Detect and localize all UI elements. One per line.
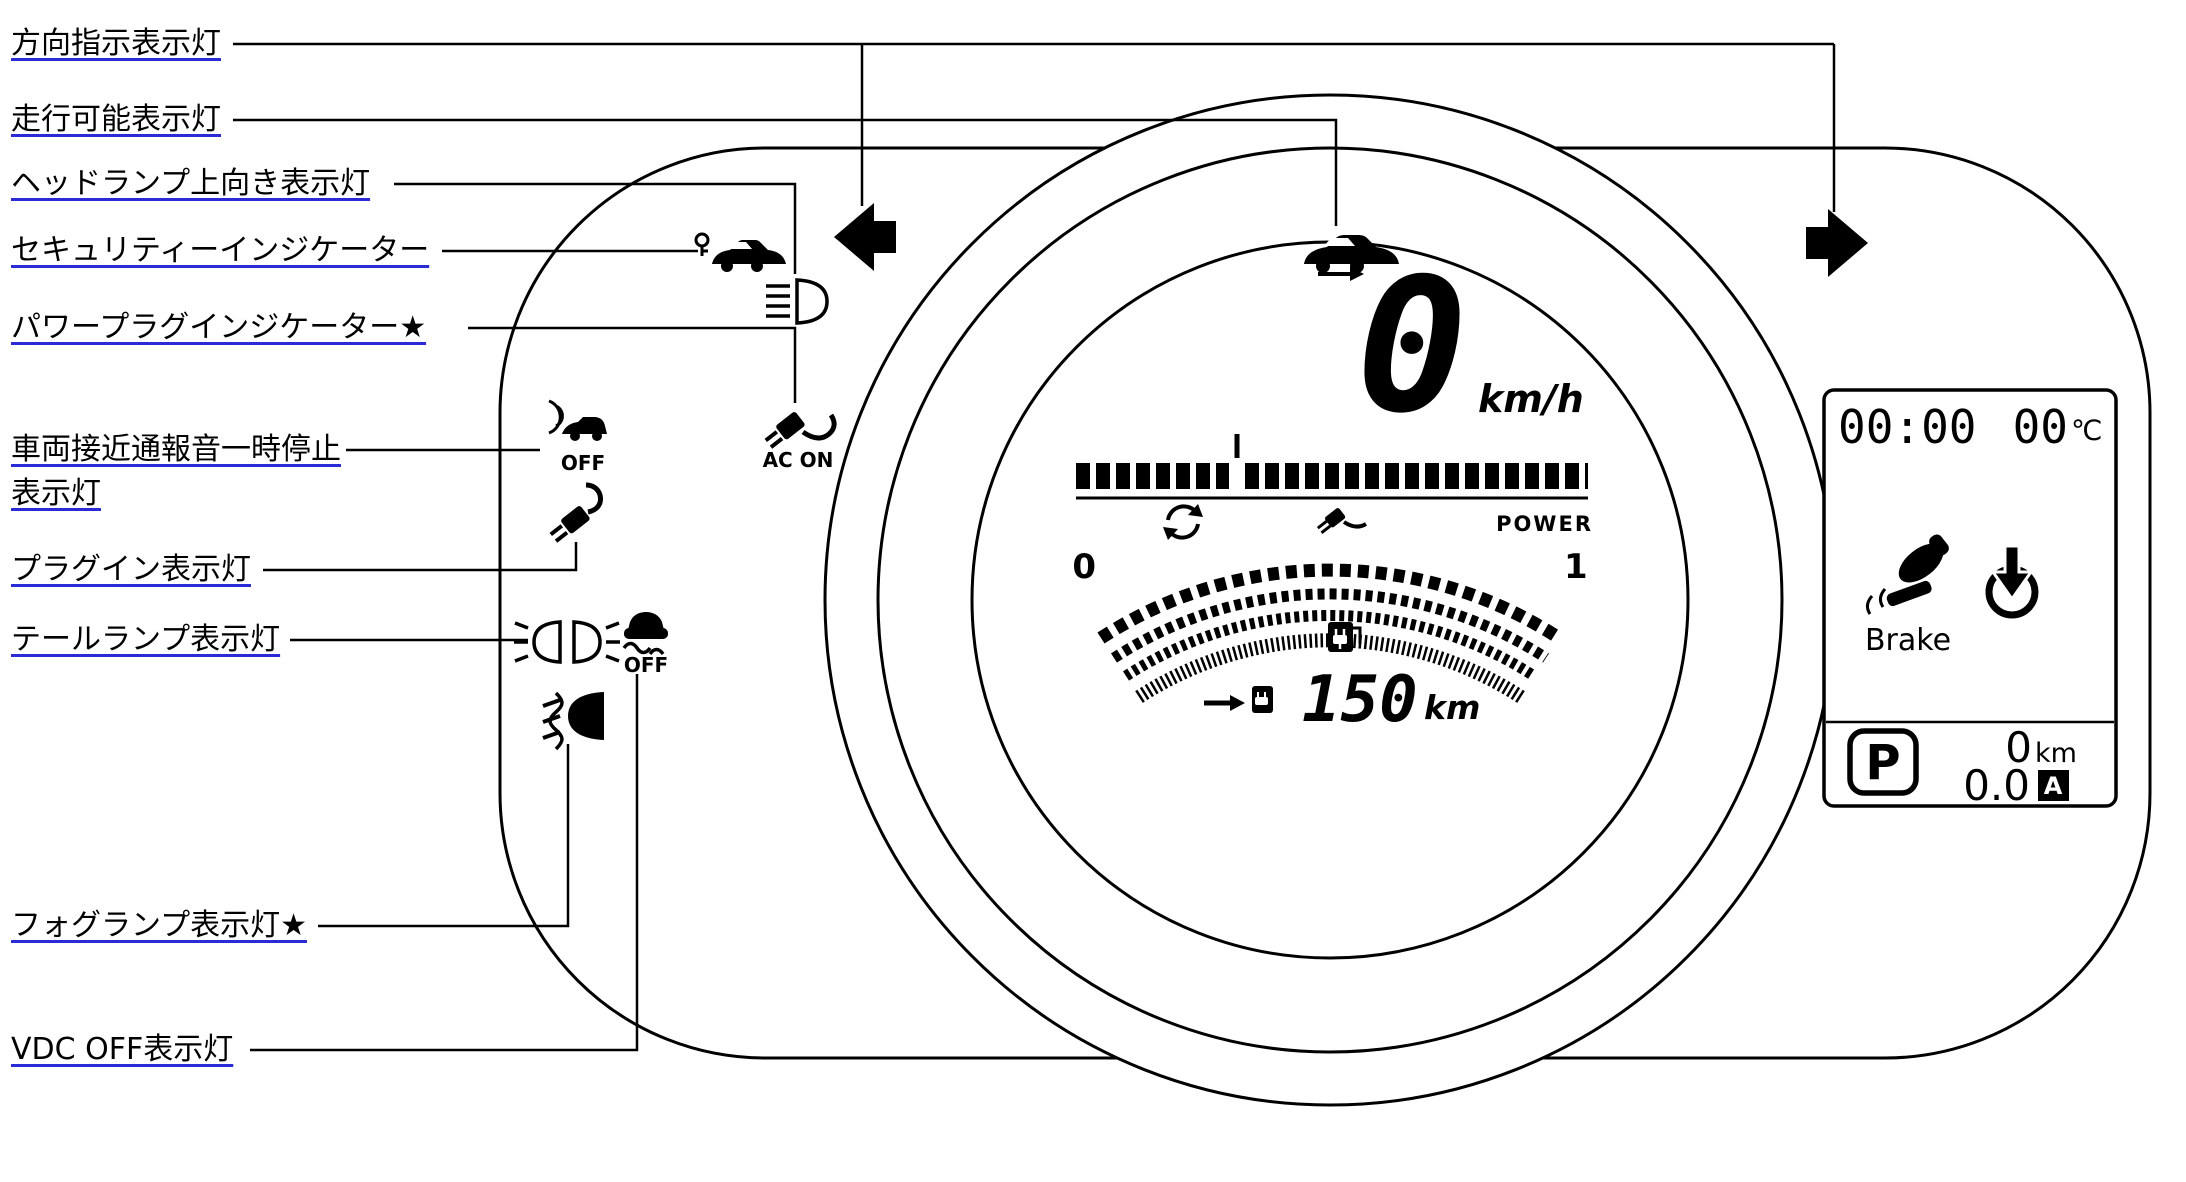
regen-icon (1163, 504, 1203, 540)
plug-in-indicator-icon (549, 482, 603, 543)
callout-vdc-off: VDC OFF表示灯 (11, 1032, 233, 1068)
connector-plug-in (263, 542, 578, 572)
callout-link-vdc-off[interactable]: VDC OFF表示灯 (11, 1032, 234, 1067)
ready-indicator-icon (1304, 235, 1399, 281)
power-gauge-arc (1097, 563, 1563, 703)
range-icon (1204, 686, 1273, 713)
drive-plug-icon (1316, 508, 1368, 535)
gear-indicator: P (1865, 735, 1900, 791)
approach-sound-off-icon: OFF (548, 399, 607, 475)
approach-off-label: OFF (561, 451, 605, 475)
ac-on-label: AC ON (763, 448, 834, 472)
speed-value: 0 (1356, 238, 1467, 454)
connector-ready (233, 118, 1338, 226)
speed-unit: km/h (1478, 377, 1584, 421)
vdc-off-icon: OFF (622, 612, 668, 677)
callout-link-tail-lamp[interactable]: テールランプ表示灯 (11, 622, 281, 657)
temp-unit: ℃ (2071, 414, 2102, 447)
security-indicator-icon (694, 232, 786, 272)
info-panel-outline (1822, 388, 2118, 808)
trip-badge-box (2038, 770, 2069, 801)
tail-lamp-icon (514, 620, 620, 664)
power-max-label: 1 (1564, 547, 1588, 587)
callout-link-turn-signal[interactable]: 方向指示表示灯 (11, 26, 221, 61)
callout-ready: 走行可能表示灯 (11, 102, 221, 138)
fog-lamp-icon (542, 691, 604, 751)
trip-badge: A (2044, 772, 2063, 800)
gear-indicator-box (1847, 728, 1919, 796)
callout-link-approach-sound[interactable]: 車両接近通報音一時停止 (11, 432, 341, 467)
callout-plug-in: プラグイン表示灯 (11, 552, 251, 588)
connector-fog-lamp (318, 744, 570, 928)
trip-value: 0.0 (1963, 761, 2030, 810)
callout-fog-lamp: フォグランプ表示灯★ (11, 908, 307, 944)
callout-link-fog-lamp[interactable]: フォグランプ表示灯★ (11, 908, 307, 943)
brake-pedal-icon (1865, 534, 1949, 615)
right-turn-arrow-icon (1806, 209, 1868, 277)
temp-value: 00 (2013, 400, 2068, 454)
info-panel: 00:00 00 ℃ Brake P 0 km 0.0 A (1822, 388, 2118, 810)
press-pedal-icon (1985, 544, 2039, 619)
callout-link-high-beam[interactable]: ヘッドランプ上向き表示灯 (11, 166, 371, 201)
callout-power-plug: パワープラグインジケーター★ (11, 310, 426, 346)
left-turn-arrow-icon (834, 203, 896, 271)
charge-station-icon (1328, 622, 1362, 652)
connector-turn-signal (233, 42, 1836, 212)
power-min-label: 0 (1072, 547, 1096, 587)
vdc-off-label: OFF (624, 653, 668, 677)
callout-link-ready[interactable]: 走行可能表示灯 (11, 102, 221, 137)
odometer-unit: km (2035, 738, 2077, 769)
speedometer-middle-ring (876, 146, 1784, 1054)
odometer-value: 0 (2005, 723, 2032, 772)
range-value: 150 (1302, 663, 1418, 737)
brake-label: Brake (1865, 623, 1951, 658)
clock-display: 00:00 (1838, 400, 1976, 454)
callout-link-plug-in[interactable]: プラグイン表示灯 (11, 552, 251, 587)
callout-approach-sound: 車両接近通報音一時停止 表示灯 (11, 428, 341, 516)
callout-high-beam: ヘッドランプ上向き表示灯 (11, 166, 370, 202)
callout-link-security[interactable]: セキュリティーインジケーター (11, 233, 430, 268)
connector-high-beam (394, 182, 797, 274)
power-label: POWER (1496, 512, 1593, 536)
callout-turn-signal: 方向指示表示灯 (11, 26, 221, 62)
high-beam-icon (766, 278, 829, 325)
range-unit: km (1424, 688, 1480, 727)
connector-power-plug (468, 326, 797, 403)
connector-vdc-off (250, 674, 639, 1052)
callout-link-power-plug[interactable]: パワープラグインジケーター★ (11, 310, 427, 345)
callout-link-approach-sound-2[interactable]: 表示灯 (11, 476, 101, 511)
battery-gauge (1076, 434, 1588, 500)
callout-tail-lamp: テールランプ表示灯 (11, 622, 280, 658)
callout-security: セキュリティーインジケーター (11, 233, 429, 269)
ac-on-plug-icon: AC ON (763, 412, 837, 472)
callout-connector-lines (233, 42, 1836, 1052)
